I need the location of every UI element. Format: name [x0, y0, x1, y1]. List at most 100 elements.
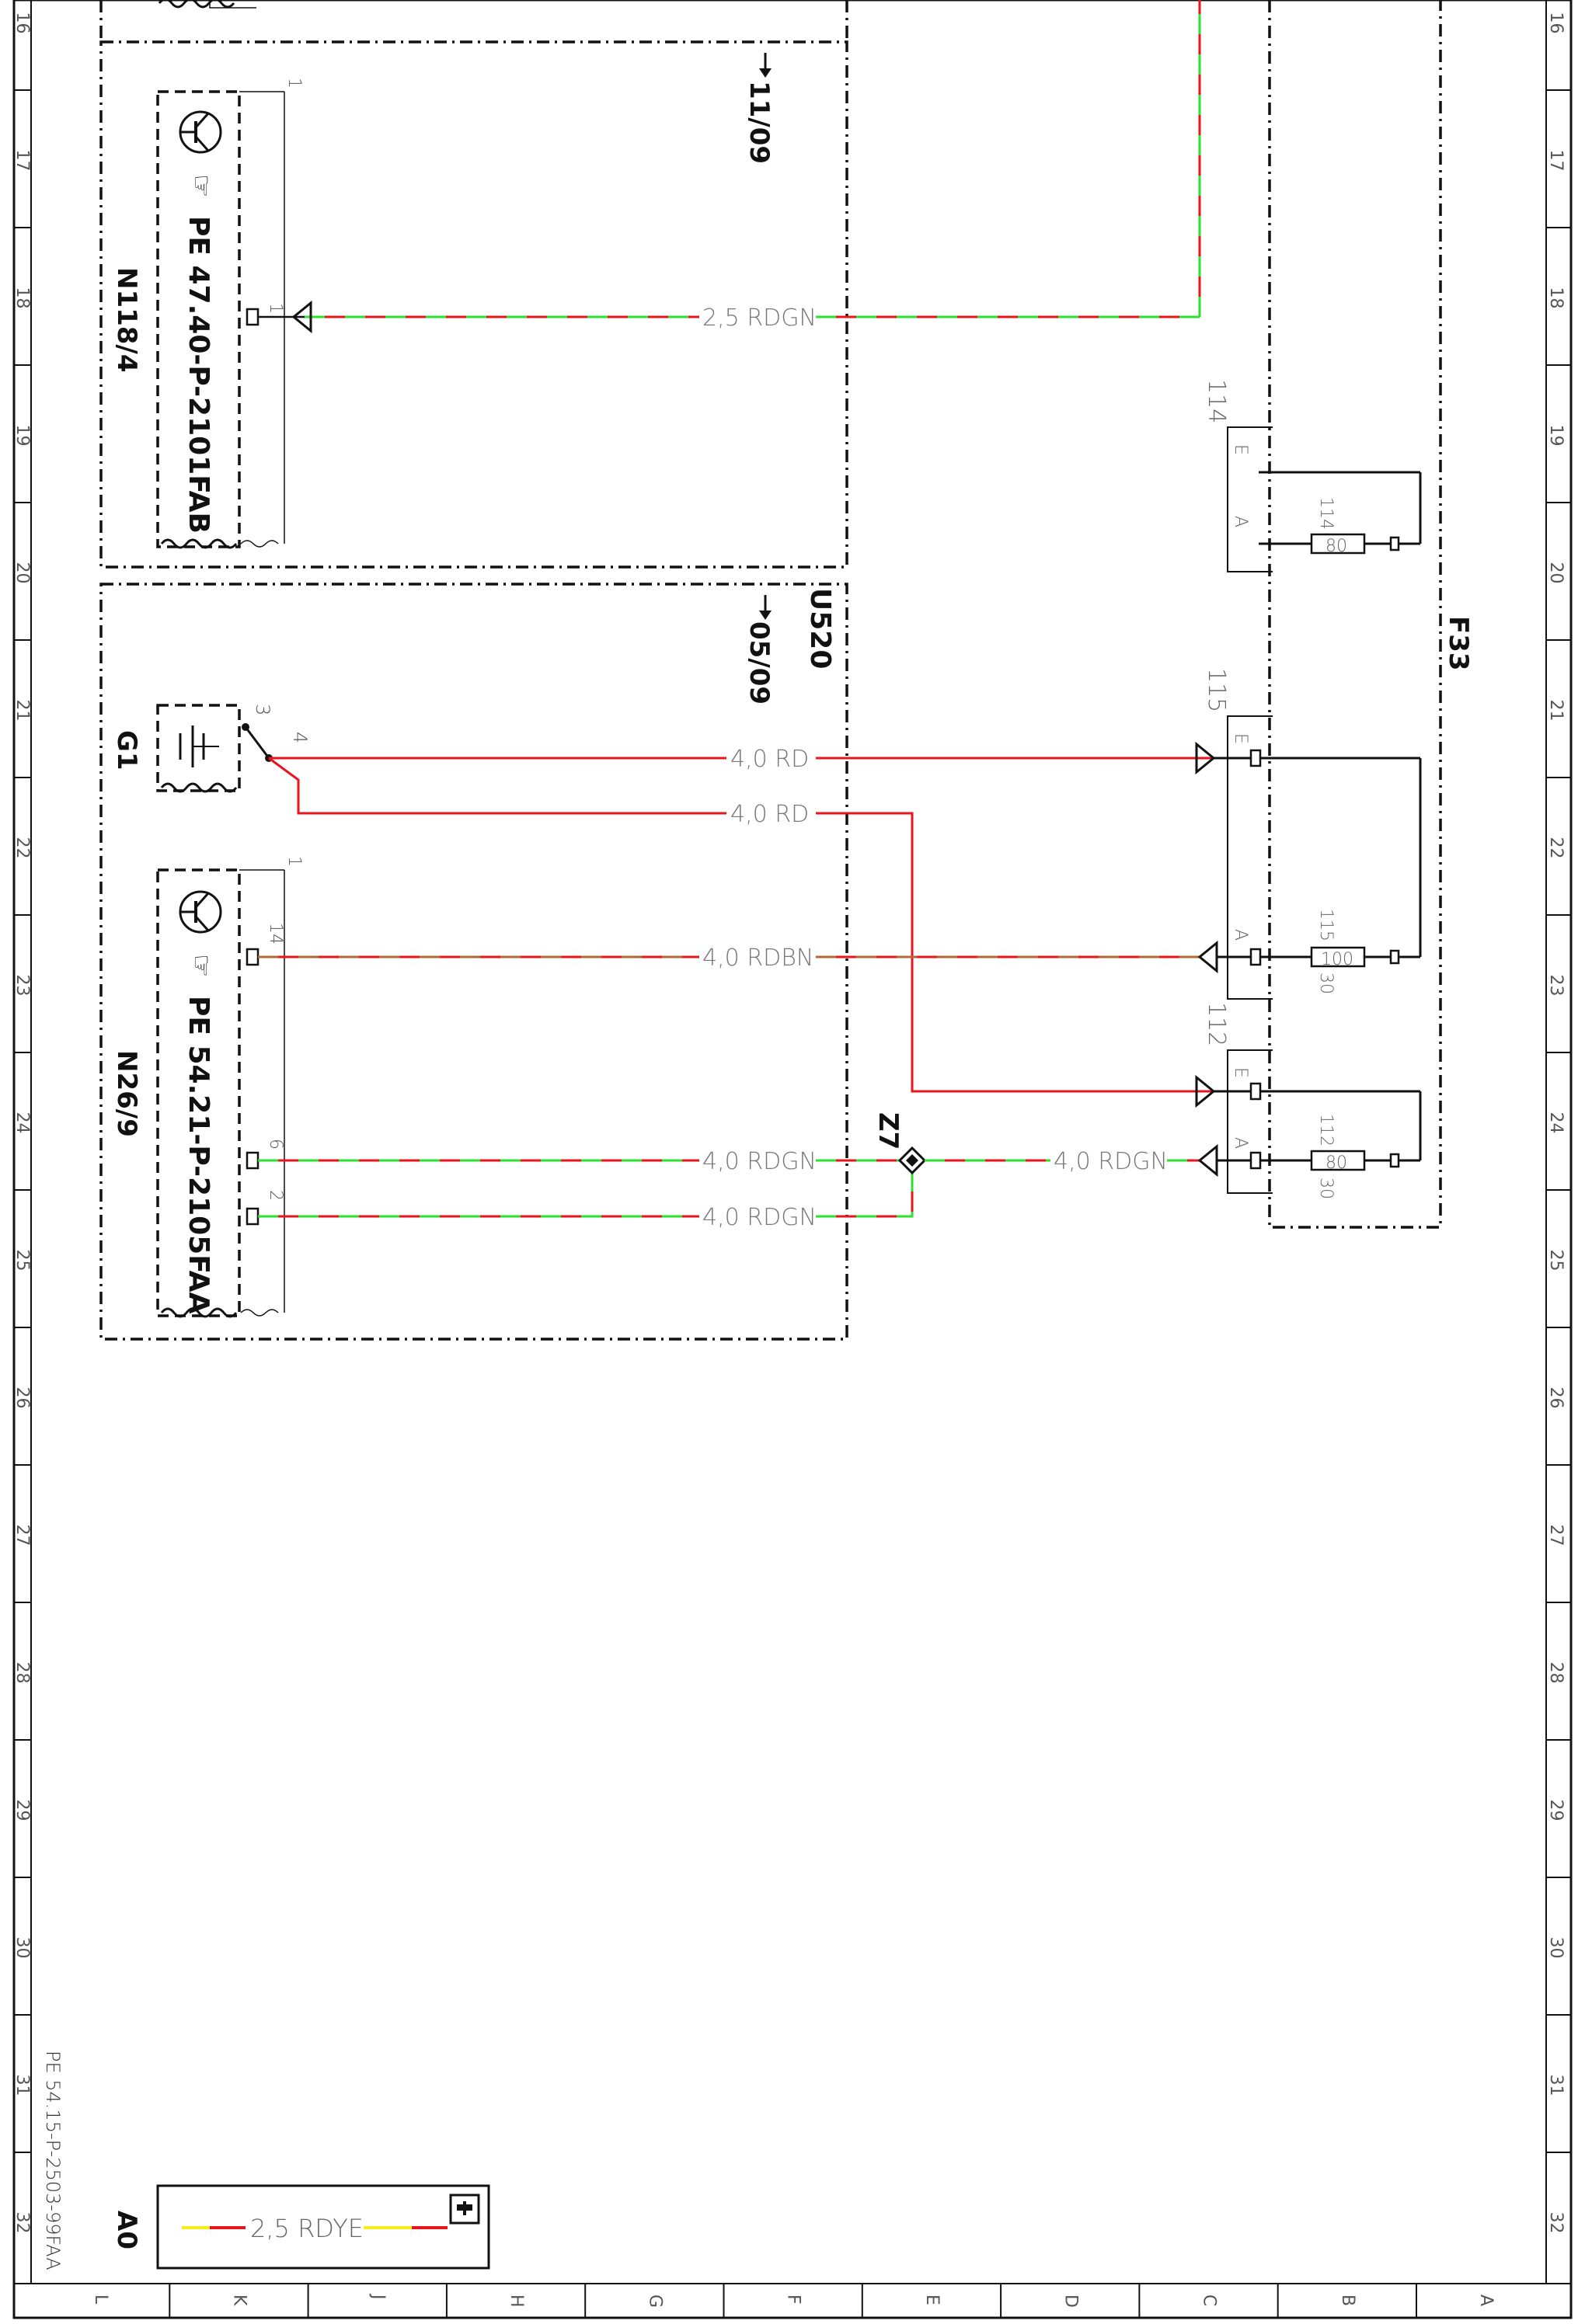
svg-text:30: 30 — [1316, 1178, 1336, 1199]
row-number: 26 — [12, 1387, 32, 1409]
svg-text:112: 112 — [1316, 1114, 1336, 1146]
svg-text:1: 1 — [284, 78, 304, 89]
row-number: 16 — [12, 12, 32, 34]
svg-text:☞: ☞ — [186, 174, 217, 197]
wire-4-0-rd-lower: 4,0 RD — [268, 757, 1251, 1108]
document-number: PE 54.15-P-2503-99FAA — [42, 2051, 64, 2270]
hand-icon: ☞ — [186, 174, 217, 197]
row-number: 30 — [1546, 1937, 1566, 1959]
wire-2-5-rdgn: 2,5 RDGN — [258, 0, 1201, 334]
wire-4-0-rdgn-pin6: 4,0 RDGN — [258, 1148, 901, 1175]
svg-text:2,5 RDGN: 2,5 RDGN — [702, 304, 817, 332]
hand-icon: ☞ — [186, 954, 217, 977]
svg-text:E: E — [1231, 444, 1250, 455]
svg-text:4,0 RDGN: 4,0 RDGN — [1054, 1148, 1168, 1175]
row-number: 32 — [12, 2212, 32, 2234]
svg-text:4,0 RD: 4,0 RD — [730, 801, 809, 828]
row-number: 26 — [1546, 1387, 1566, 1409]
n26-9-reference: PE 54.21-P-2105FAA — [183, 996, 214, 1314]
svg-text:30: 30 — [1316, 972, 1336, 994]
column-letter: D — [1061, 2294, 1080, 2308]
connector-break-top — [158, 0, 235, 9]
u520-label: U520 — [804, 588, 836, 669]
z7-label: Z7 — [873, 1112, 904, 1150]
svg-text:80: 80 — [1325, 1153, 1347, 1173]
column-letter: B — [1338, 2294, 1357, 2306]
row-number: 22 — [1546, 837, 1566, 859]
row-number: 17 — [12, 150, 32, 172]
row-number: 23 — [12, 975, 32, 997]
row-number: 25 — [12, 1250, 32, 1272]
svg-text:2,5 RDYE: 2,5 RDYE — [250, 2214, 364, 2243]
row-number: 20 — [1546, 562, 1566, 584]
component-g1: 3 4 G1 — [111, 704, 311, 793]
row-number: 16 — [1546, 12, 1566, 34]
column-letter: C — [1200, 2294, 1219, 2306]
splice-z7: Z7 — [873, 1112, 927, 1175]
fuse-box-frame-f33 — [1268, 0, 1442, 1229]
wire-4-0-rdgn-pin2: 4,0 RDGN — [258, 1171, 914, 1231]
fuse-block-114: 114 E A 80 114 — [1203, 379, 1422, 572]
column-letter: A — [1476, 2294, 1496, 2306]
a0-label: A0 — [111, 2211, 142, 2249]
battery-icon — [179, 725, 219, 767]
row-number: 27 — [1546, 1525, 1566, 1546]
column-letter: G — [645, 2294, 664, 2308]
row-number: 29 — [1546, 1800, 1566, 1821]
svg-text:E: E — [1231, 733, 1250, 744]
fuse-block-115: 115 E A 100 115 30 — [1203, 668, 1422, 1000]
svg-text:6: 6 — [266, 1139, 285, 1150]
component-a0: 2,5 RDYE A0 — [111, 2184, 490, 2270]
transistor-icon — [179, 890, 222, 934]
row-number: 18 — [1546, 287, 1566, 309]
row-number: 25 — [1546, 1250, 1566, 1272]
column-letter: H — [507, 2294, 526, 2308]
svg-text:114: 114 — [1203, 379, 1230, 423]
svg-text:14: 14 — [266, 923, 285, 945]
wire-4-0-rdgn-z7: 4,0 RDGN — [925, 1143, 1251, 1178]
svg-text:A: A — [1231, 516, 1250, 527]
reference-lower: 05/09 — [744, 595, 775, 705]
column-letter: L — [91, 2294, 110, 2305]
f33-label: F33 — [1443, 616, 1474, 671]
n26-9-label: N26/9 — [111, 1050, 142, 1137]
n118-4-label: N118/4 — [111, 267, 142, 373]
column-letter: E — [922, 2294, 942, 2305]
row-number: 24 — [12, 1112, 32, 1134]
g1-label: G1 — [111, 730, 142, 771]
info-icon — [449, 2194, 480, 2225]
svg-text:E: E — [1231, 1067, 1250, 1078]
svg-text:2: 2 — [266, 1190, 285, 1201]
row-number: 17 — [1546, 150, 1566, 172]
svg-text:4,0 RDGN: 4,0 RDGN — [702, 1148, 817, 1175]
svg-text:3: 3 — [252, 704, 273, 715]
row-number: 19 — [12, 425, 32, 447]
svg-text:1: 1 — [284, 856, 304, 867]
svg-text:112: 112 — [1203, 1002, 1230, 1046]
row-number: 27 — [12, 1525, 32, 1546]
svg-text:☞: ☞ — [186, 954, 217, 977]
svg-text:80: 80 — [1325, 537, 1347, 556]
row-number: 31 — [12, 2075, 32, 2096]
svg-text:4,0 RD: 4,0 RD — [730, 746, 809, 773]
svg-text:4: 4 — [289, 732, 311, 743]
wire-4-0-rd-upper: 4,0 RD — [269, 741, 1251, 775]
n118-4-reference: PE 47.40-P-2101FAB — [183, 216, 214, 534]
fuse-block-112: 112 E A 80 112 30 — [1203, 1002, 1422, 1199]
wire-4-0-rdbn: 4,0 RDBN — [258, 940, 1251, 974]
module-frame-upper — [99, 0, 848, 1341]
reference-upper: 11/09 — [744, 53, 775, 164]
row-number: 31 — [1546, 2075, 1566, 2096]
svg-text:11/09: 11/09 — [744, 81, 775, 164]
row-number: 28 — [12, 1662, 32, 1684]
row-number: 28 — [1546, 1662, 1566, 1684]
sheet-frame — [12, 0, 1573, 2319]
row-number: 23 — [1546, 975, 1566, 997]
row-number: 30 — [12, 1937, 32, 1959]
transistor-icon — [179, 110, 222, 154]
component-n118-4: 1 ☞ PE 47.40-P-2101FAB N118/4 1 — [111, 78, 304, 549]
row-number: 24 — [1546, 1112, 1566, 1134]
svg-text:115: 115 — [1203, 668, 1230, 712]
